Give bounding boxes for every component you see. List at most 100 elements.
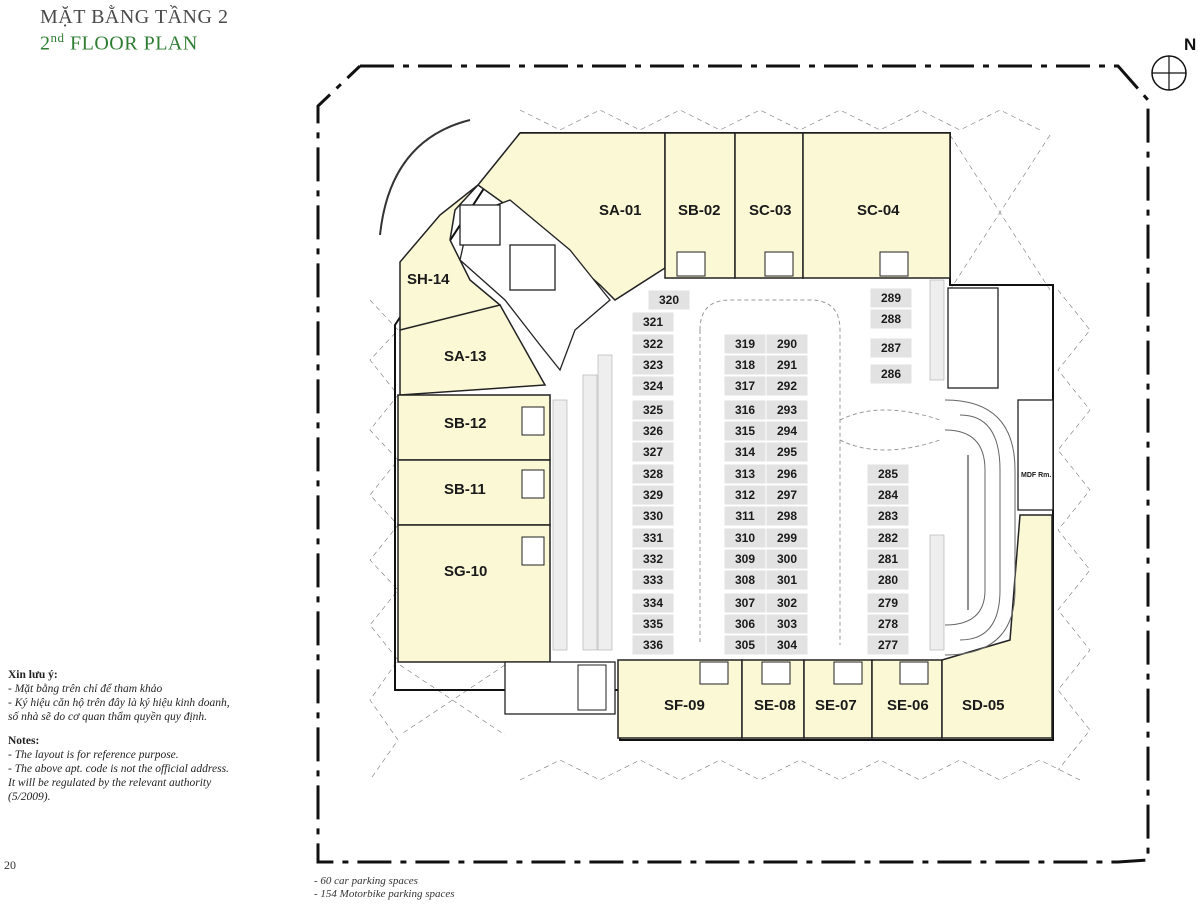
- parking-slot-label: 278: [878, 617, 898, 631]
- notes-line: - Mặt bằng trên chỉ để tham khảo: [8, 683, 163, 695]
- parking-slot: [866, 505, 910, 527]
- unit-label: SC-03: [749, 202, 792, 219]
- title-ordinal-suffix: nd: [50, 30, 65, 45]
- unit-sc-04[interactable]: [802, 132, 951, 279]
- parking-slot: [631, 441, 675, 463]
- parking-slot: [866, 527, 910, 549]
- parking-slot-label: 333: [643, 573, 663, 587]
- page-title-vietnamese: MẶT BẰNG TẦNG 2: [40, 6, 229, 28]
- parking-slot: [631, 613, 675, 635]
- parking-slot: [866, 634, 910, 656]
- parking-slot-label: 331: [643, 531, 663, 545]
- unit-label: SE-08: [754, 697, 796, 714]
- notes-block: Xin lưu ý: - Mặt bằng trên chỉ để tham k…: [8, 668, 298, 804]
- unit-label: SE-07: [815, 697, 857, 714]
- parking-slot-label: 304: [777, 638, 797, 652]
- parking-slot-label: 332: [643, 552, 663, 566]
- parking-slot-label: 298: [777, 509, 797, 523]
- parking-slot: [631, 484, 675, 506]
- parking-slot-label: 292: [777, 379, 797, 393]
- parking-slot-label: 288: [881, 312, 901, 326]
- parking-slot: [765, 527, 809, 549]
- parking-slot: [631, 463, 675, 485]
- parking-slot-label: 321: [643, 315, 663, 329]
- unit-labels: SA-01 SB-02 SC-03 SC-04 SH-14 SA-13 SB-1…: [407, 202, 1005, 714]
- parking-slot: [765, 375, 809, 397]
- unit-label: SG-10: [444, 563, 487, 580]
- parking-slot: [631, 399, 675, 421]
- unit-sd-05[interactable]: [941, 514, 1053, 739]
- parking-slot-label: 309: [735, 552, 755, 566]
- parking-slot-label: 280: [878, 573, 898, 587]
- notes-line: - The above apt. code is not the officia…: [8, 763, 229, 775]
- parking-slot: [765, 548, 809, 570]
- parking-slot-label: 300: [777, 552, 797, 566]
- parking-slot-label: 302: [777, 596, 797, 610]
- parking-slot: [631, 527, 675, 549]
- unit-label: SF-09: [664, 697, 705, 714]
- parking-slot: [765, 333, 809, 355]
- parking-slot: [765, 592, 809, 614]
- parking-slot-label: 277: [878, 638, 898, 652]
- parking-slot-label: 297: [777, 488, 797, 502]
- parking-slot-label: 325: [643, 403, 663, 417]
- parking-slot: [866, 484, 910, 506]
- parking-slot-label: 306: [735, 617, 755, 631]
- motorbike-parking-count: - 154 Motorbike parking spaces: [314, 888, 455, 900]
- parking-slot-label: 334: [643, 596, 663, 610]
- parking-slot: [869, 287, 913, 309]
- unit-label: SB-12: [444, 415, 487, 432]
- parking-slot-label: 328: [643, 467, 663, 481]
- parking-slot: [765, 613, 809, 635]
- parking-slot-label: 291: [777, 358, 797, 372]
- parking-slot-label: 293: [777, 403, 797, 417]
- notes-line: (5/2009).: [8, 791, 51, 803]
- motorbike-parking: [552, 279, 945, 651]
- parking-slot-label: 327: [643, 445, 663, 459]
- parking-slot-label: 311: [735, 509, 755, 523]
- parking-slot-label: 312: [735, 488, 755, 502]
- parking-slot-label: 318: [735, 358, 755, 372]
- parking-slot: [631, 634, 675, 656]
- parking-slot: [631, 592, 675, 614]
- unit-label: SB-11: [444, 481, 486, 498]
- unit-sa-13[interactable]: [399, 304, 547, 396]
- parking-slot-label: 329: [643, 488, 663, 502]
- parking-slot: [765, 420, 809, 442]
- parking-slot-label: 281: [878, 552, 898, 566]
- unit-label: SE-06: [887, 697, 929, 714]
- entrance-arc: [379, 119, 471, 236]
- parking-slot-label: 289: [881, 291, 901, 305]
- notes-line: It will be regulated by the relevant aut…: [8, 777, 212, 789]
- parking-slot: [866, 548, 910, 570]
- parking-slot: [631, 333, 675, 355]
- parking-slot: [869, 363, 913, 385]
- ramp: [944, 399, 1016, 656]
- title-rest: FLOOR PLAN: [64, 32, 198, 55]
- parking-slot-label: 283: [878, 509, 898, 523]
- parking-slot-label: 305: [735, 638, 755, 652]
- parking-slot: [631, 420, 675, 442]
- parking-slot-label: 294: [777, 424, 797, 438]
- parking-slot-label: 307: [735, 596, 755, 610]
- parking-slot: [631, 354, 675, 376]
- parking-slot-label: 322: [643, 337, 663, 351]
- unit-label: SH-14: [407, 271, 450, 288]
- parking-slot-label: 315: [735, 424, 755, 438]
- parking-slot-label: 279: [878, 596, 898, 610]
- parking-slot-label: 286: [881, 367, 901, 381]
- parking-slot-label: 299: [777, 531, 797, 545]
- parking-slot: [765, 505, 809, 527]
- unit-label: SD-05: [962, 697, 1005, 714]
- parking-slot-label: 317: [735, 379, 755, 393]
- parking-slot-label: 310: [735, 531, 755, 545]
- parking-slot-label: 296: [777, 467, 797, 481]
- unit-label: SA-13: [444, 348, 487, 365]
- unit-label: SC-04: [857, 202, 900, 219]
- parking-slot-label: 330: [643, 509, 663, 523]
- mdf-room-label: MDF Rm.: [1021, 472, 1051, 479]
- parking-slot: [765, 463, 809, 485]
- parking-slot: [866, 613, 910, 635]
- driveway: [699, 299, 941, 645]
